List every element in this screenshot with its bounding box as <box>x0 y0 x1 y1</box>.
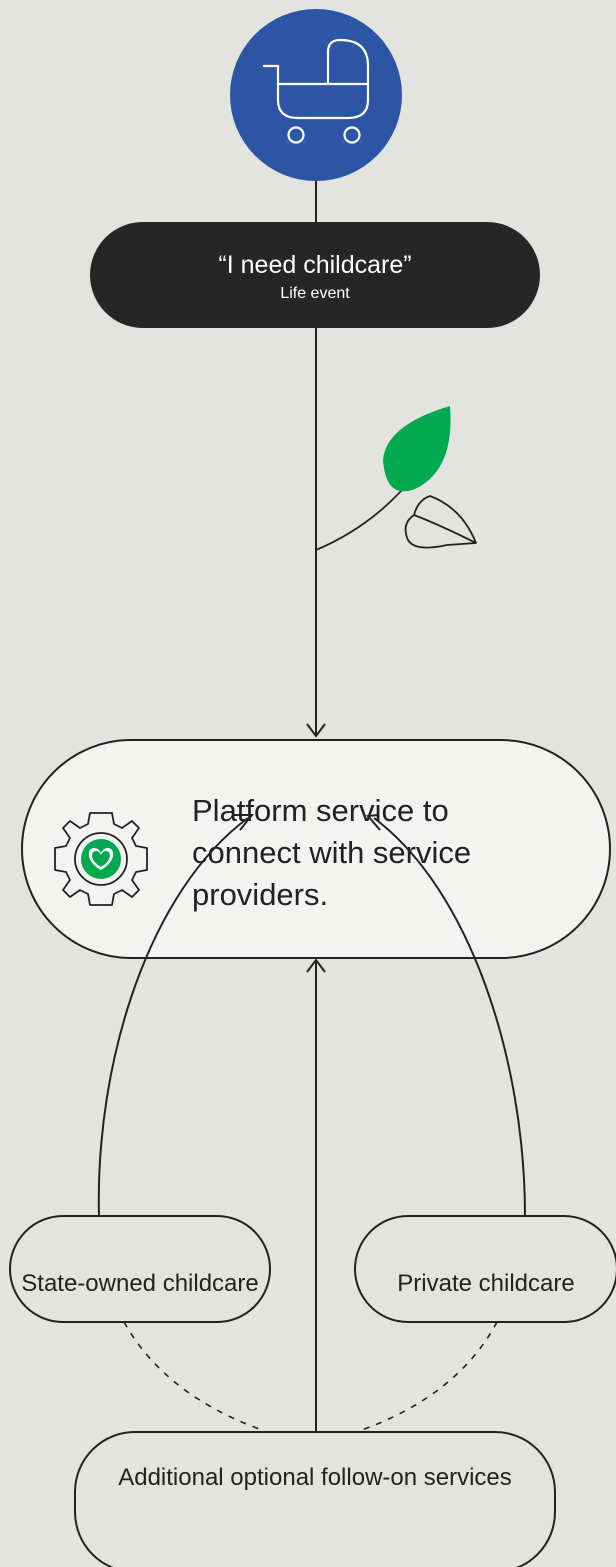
leaf-sprout-icon <box>315 406 477 551</box>
additional-services-label: Additional optional follow-on services <box>118 1464 512 1491</box>
state-owned-label: State-owned childcare <box>21 1270 259 1297</box>
private-label: Private childcare <box>397 1270 575 1297</box>
dashed-private-to-additional <box>361 1321 498 1431</box>
arrowhead-private <box>365 814 381 831</box>
arrowhead-center <box>306 958 326 973</box>
additional-pill <box>74 1431 556 1567</box>
platform-description: Platform service to connect with service… <box>192 793 472 912</box>
gear-heart-icon <box>54 812 148 906</box>
arrow-state-to-platform <box>97 817 249 1217</box>
platform-pill <box>21 739 611 959</box>
baby-carriage-icon <box>262 38 370 144</box>
life-event-pill <box>90 222 540 328</box>
arrow-down-to-platform <box>306 723 326 738</box>
arrow-private-to-platform <box>373 817 526 1217</box>
life-event-title: “I need childcare” <box>218 251 412 279</box>
dashed-state-to-additional <box>123 1321 263 1431</box>
private-pill <box>354 1215 616 1323</box>
life-event-icon-group <box>230 9 402 181</box>
state-owned-pill <box>9 1215 271 1323</box>
carriage-circle <box>230 9 402 181</box>
arrowhead-state <box>234 814 255 831</box>
life-event-subtitle: Life event <box>280 285 350 302</box>
